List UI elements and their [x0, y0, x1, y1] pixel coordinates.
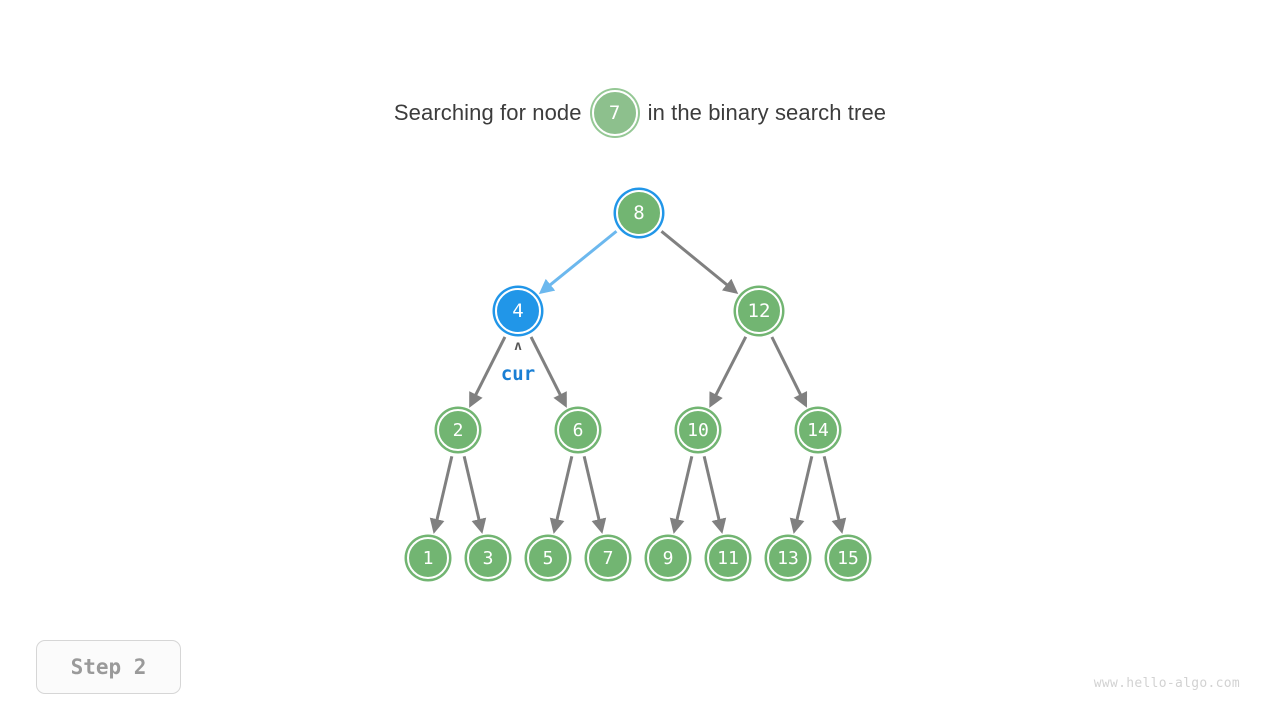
tree-edge-13 — [789, 455, 814, 534]
tree-edge-14 — [770, 336, 808, 408]
tree-node-4: 4 — [495, 288, 541, 334]
tree-node-12: 12 — [736, 288, 782, 334]
pointer-caret-icon: ʌ — [514, 339, 522, 354]
pointer-label: cur — [500, 363, 536, 385]
tree-node-3: 3 — [467, 537, 509, 579]
page-title-suffix: in the binary search tree — [647, 100, 887, 125]
tree-edge-1 — [429, 455, 454, 534]
tree-node-7: 7 — [587, 537, 629, 579]
tree-node-5: 5 — [527, 537, 569, 579]
tree-edge-6 — [529, 336, 567, 408]
tree-edge-10 — [709, 336, 748, 408]
tree-edge-7 — [582, 455, 607, 534]
tree-node-8: 8 — [616, 190, 662, 236]
tree-node-2: 2 — [437, 409, 479, 451]
search-target-badge: 7 — [591, 90, 638, 136]
tree-edge-12 — [660, 230, 739, 295]
tree-node-9: 9 — [647, 537, 689, 579]
tree-edge-9 — [669, 455, 694, 534]
tree-edge-3 — [462, 455, 487, 534]
page-title-prefix: Searching for node — [393, 100, 582, 125]
tree-node-15: 15 — [827, 537, 869, 579]
tree-node-6: 6 — [557, 409, 599, 451]
tree-node-14: 14 — [797, 409, 839, 451]
tree-edge-15 — [822, 455, 847, 534]
tree-node-13: 13 — [767, 537, 809, 579]
page-title: Searching for node 7 in the binary searc… — [0, 90, 1280, 136]
tree-edge-2 — [469, 336, 507, 408]
watermark: www.hello-algo.com — [1093, 676, 1240, 691]
tree-node-11: 11 — [707, 537, 749, 579]
tree-edge-11 — [702, 455, 727, 534]
tree-node-1: 1 — [407, 537, 449, 579]
tree-edge-4 — [538, 230, 618, 295]
tree-node-10: 10 — [677, 409, 719, 451]
cur-pointer: ʌ cur — [473, 339, 563, 385]
tree-edge-5 — [549, 455, 574, 534]
step-indicator: Step 2 — [36, 640, 181, 694]
